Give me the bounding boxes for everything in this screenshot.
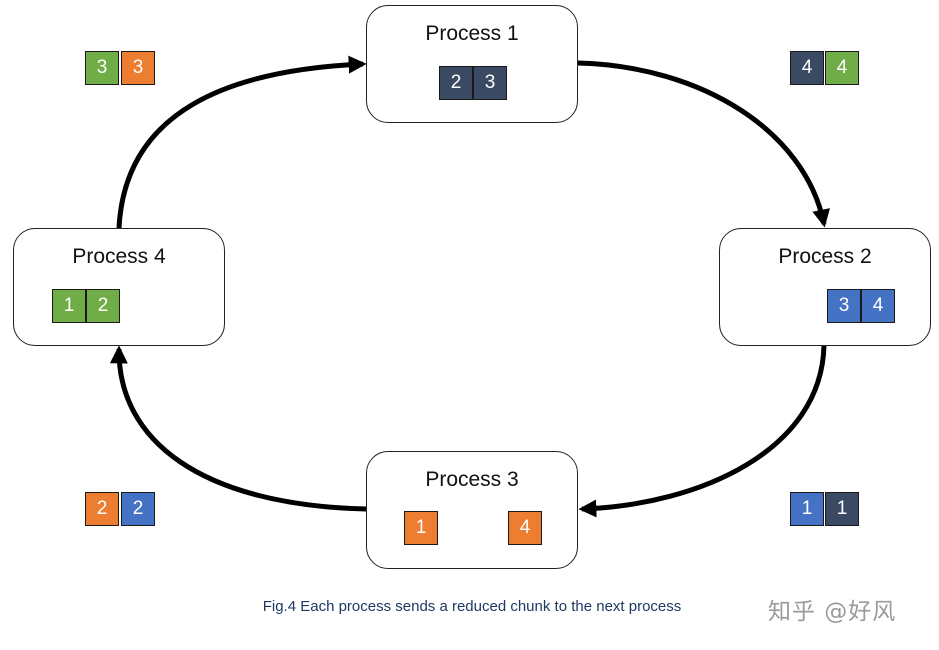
- chunk-cell: 3: [827, 289, 861, 323]
- arrow-p2-to-p3: [578, 344, 827, 518]
- figure-caption: Fig.4 Each process sends a reduced chunk…: [262, 598, 682, 615]
- process-title: Process 2: [778, 245, 872, 268]
- chunk-cell: 4: [825, 51, 859, 85]
- chunk-cell: 3: [85, 51, 119, 85]
- chunk-cell: 2: [439, 66, 473, 100]
- process-box-4: Process 4 1 2: [13, 228, 225, 346]
- chunk-cell: 1: [825, 492, 859, 526]
- chunk-cell: 3: [473, 66, 507, 100]
- arrow-p1-to-p2: [577, 60, 830, 228]
- chunk-cell: 2: [121, 492, 155, 526]
- arrow-p4-to-p1: [116, 55, 367, 229]
- chunk-cell: 1: [404, 511, 438, 545]
- process-title: Process 1: [425, 22, 519, 45]
- chunk-cell: 2: [85, 492, 119, 526]
- watermark: 知乎 @好风: [768, 599, 897, 625]
- chunk-cell: 3: [121, 51, 155, 85]
- process-box-3: Process 3 1 4: [366, 451, 578, 569]
- process-box-2: Process 2 3 4: [719, 228, 931, 346]
- chunk-cell: 4: [508, 511, 542, 545]
- chunk-cell: 1: [790, 492, 824, 526]
- chunk-cell: 1: [52, 289, 86, 323]
- process-title: Process 3: [425, 468, 519, 491]
- process-box-1: Process 1 2 3: [366, 5, 578, 123]
- arrow-p3-to-p4: [109, 345, 367, 512]
- chunk-cell: 4: [790, 51, 824, 85]
- chunk-cell: 2: [86, 289, 120, 323]
- chunk-cell: 4: [861, 289, 895, 323]
- process-title: Process 4: [72, 245, 166, 268]
